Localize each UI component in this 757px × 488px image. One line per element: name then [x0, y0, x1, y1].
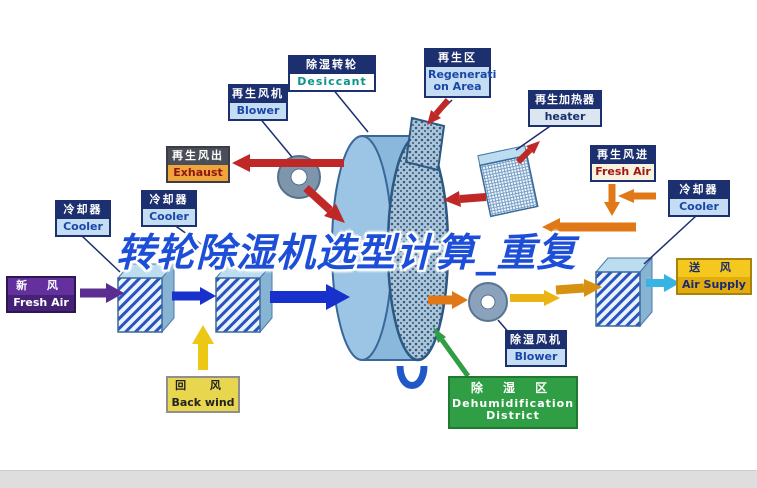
- label-back-wind-en: Back wind: [168, 394, 238, 412]
- label-cooler-far-left: 冷却器 Cooler: [55, 200, 111, 238]
- dehumid-blower-fan: [468, 282, 508, 322]
- arrow-back-wind-up: [192, 325, 214, 370]
- arrow-blue-into-wheel: [270, 284, 350, 310]
- label-fresh-air-zh: 新 风: [8, 278, 74, 295]
- label-back-wind: 回 风 Back wind: [166, 376, 240, 414]
- arrow-fan-out-yellow: [510, 290, 560, 306]
- label-air-supply-zh: 送 风: [678, 260, 750, 277]
- label-dehumid-blower-zh: 除湿风机: [507, 332, 565, 349]
- u-pipe: [396, 365, 428, 389]
- arrow-orange-fresh-in-down: [604, 184, 620, 216]
- coil-unit-left-1: [116, 262, 176, 334]
- label-regen-area: 再生区 Regenerati on Area: [424, 48, 496, 98]
- label-regen-area-en: Regenerati on Area: [426, 66, 496, 96]
- page-title: 转轮除湿机选型计算_重复: [116, 231, 577, 276]
- label-dehumid-district-zh: 除 湿 区: [470, 381, 556, 395]
- coil-unit-left-2: [214, 262, 274, 334]
- label-regen-fresh-air: 再生风进 Fresh Air: [590, 145, 656, 183]
- label-regen-heater-zh: 再生加热器: [530, 92, 600, 109]
- label-regen-exhaust-en: Exhaust: [168, 164, 228, 182]
- label-regen-blower: 再生风机 Blower: [228, 84, 288, 122]
- label-dehumid-district-en2: District: [486, 409, 540, 423]
- label-dehumid-blower-en: Blower: [507, 348, 565, 366]
- label-dehumid-blower: 除湿风机 Blower: [505, 330, 567, 368]
- arrow-crimson-exhaust: [232, 154, 344, 172]
- label-regen-blower-en: Blower: [230, 102, 286, 120]
- label-cooler-left: 冷却器 Cooler: [141, 190, 197, 228]
- label-cooler-right-en: Cooler: [670, 198, 728, 216]
- label-dehumid-district: 除 湿 区 Dehumidification District: [448, 376, 578, 430]
- label-regen-exhaust-zh: 再生风出: [168, 148, 228, 165]
- label-fresh-air: 新 风 Fresh Air: [6, 276, 76, 314]
- arrow-fresh-air-in: [80, 283, 124, 303]
- arrow-wheel-out-orange: [428, 291, 468, 309]
- arrow-green-district: [433, 327, 471, 378]
- arrow-blue-between-coils: [172, 287, 216, 305]
- label-cooler-far-left-en: Cooler: [57, 218, 109, 236]
- label-air-supply-en: Air Supply: [678, 276, 750, 294]
- rotor-wheel: [331, 134, 450, 362]
- coil-unit-right: [594, 256, 654, 328]
- label-regen-fresh-air-en: Fresh Air: [592, 163, 654, 181]
- arrow-crimson-fan-to-wheel: [303, 185, 345, 223]
- label-regen-heater-en: heater: [530, 108, 600, 126]
- label-desiccant: 除湿转轮 Desiccant: [288, 55, 376, 93]
- label-cooler-right-zh: 冷却器: [670, 182, 728, 199]
- label-regen-heater: 再生加热器 heater: [528, 90, 602, 128]
- heater-coil: [477, 145, 539, 218]
- label-air-supply: 送 风 Air Supply: [676, 258, 752, 296]
- label-cooler-right: 冷却器 Cooler: [668, 180, 730, 218]
- label-cooler-far-left-zh: 冷却器: [57, 202, 109, 219]
- label-cooler-left-en: Cooler: [143, 208, 195, 226]
- arrow-crimson-heater-to-wheel: [443, 191, 487, 207]
- arrow-orange-from-cooler: [618, 189, 656, 203]
- label-back-wind-zh: 回 风: [168, 378, 238, 395]
- arrow-orange-to-heater: [542, 218, 636, 236]
- arrow-gold-into-coil: [555, 279, 602, 297]
- label-fresh-air-en: Fresh Air: [8, 294, 74, 312]
- arrow-crimson-regen-area: [427, 98, 451, 125]
- label-dehumid-district-en1: Dehumidification: [452, 396, 575, 410]
- arrow-crimson-heater-up: [515, 141, 540, 165]
- label-desiccant-en: Desiccant: [290, 73, 374, 91]
- label-regen-exhaust: 再生风出 Exhaust: [166, 146, 230, 184]
- footer-strip: [0, 470, 757, 488]
- regeneration-sector: [404, 116, 446, 172]
- label-regen-area-zh: 再生区: [426, 50, 489, 67]
- label-desiccant-zh: 除湿转轮: [290, 57, 374, 74]
- label-regen-blower-zh: 再生风机: [230, 86, 286, 103]
- arrow-cyan-air-supply: [646, 274, 680, 292]
- label-cooler-left-zh: 冷却器: [143, 192, 195, 209]
- label-regen-fresh-air-zh: 再生风进: [592, 147, 654, 164]
